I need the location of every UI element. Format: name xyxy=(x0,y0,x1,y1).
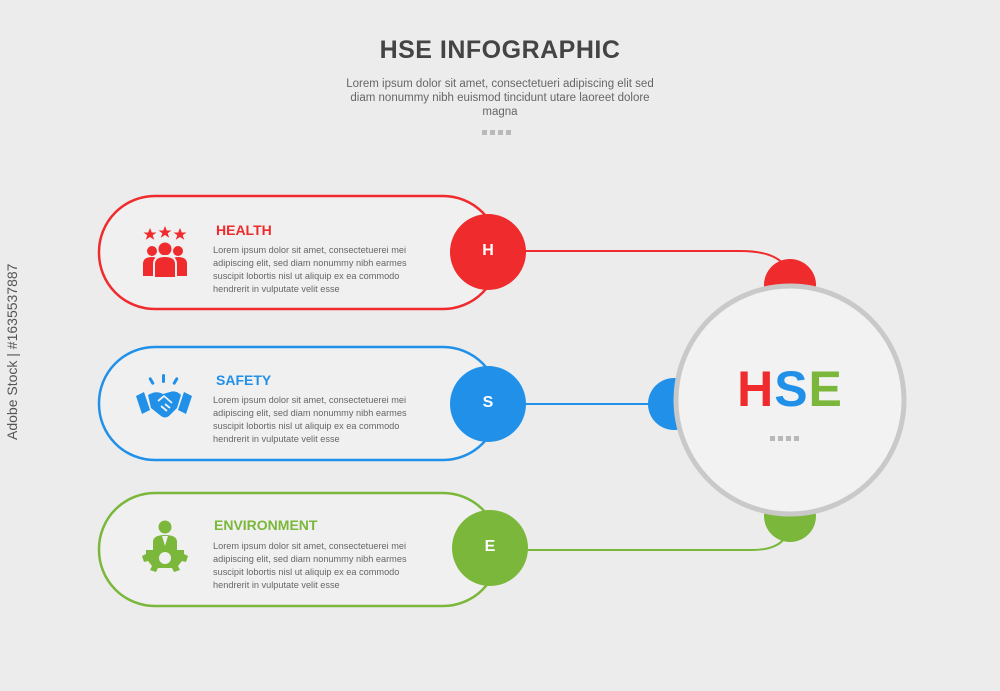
hub-circle xyxy=(673,283,907,517)
environment-title: ENVIRONMENT xyxy=(214,517,318,533)
page-title: HSE INFOGRAPHIC xyxy=(379,36,621,64)
team-stars-icon xyxy=(143,226,187,278)
safety-letter-circle xyxy=(450,366,526,442)
handshake-icon xyxy=(136,374,192,418)
hub-label: HSE xyxy=(675,360,905,418)
health-letter-circle xyxy=(450,214,526,290)
safety-letter: S xyxy=(482,394,494,411)
environment-connector-line xyxy=(512,519,791,551)
safety-description: Lorem ipsum dolor sit amet, consectetuer… xyxy=(213,395,407,444)
environment-letter-circle xyxy=(452,510,528,586)
page-subtitle: Lorem ipsum dolor sit amet, consectetuer… xyxy=(346,78,654,118)
health-description: Lorem ipsum dolor sit amet, consectetuer… xyxy=(213,245,407,294)
hub-letter-e: E xyxy=(808,361,843,417)
safety-title: SAFETY xyxy=(216,372,272,388)
environment-letter: E xyxy=(484,538,496,555)
person-gear-icon xyxy=(142,520,188,572)
stock-watermark-text: Adobe Stock | #1635537887 xyxy=(4,263,20,440)
environment-description: Lorem ipsum dolor sit amet, consectetuer… xyxy=(213,541,407,590)
hub-dots-decoration xyxy=(770,436,799,441)
health-letter: H xyxy=(482,242,494,259)
hub-letter-h: H xyxy=(737,361,775,417)
health-title: HEALTH xyxy=(216,222,272,238)
hub-letter-s: S xyxy=(774,361,809,417)
health-connector-line xyxy=(512,250,791,284)
title-dots-decoration xyxy=(482,130,511,135)
